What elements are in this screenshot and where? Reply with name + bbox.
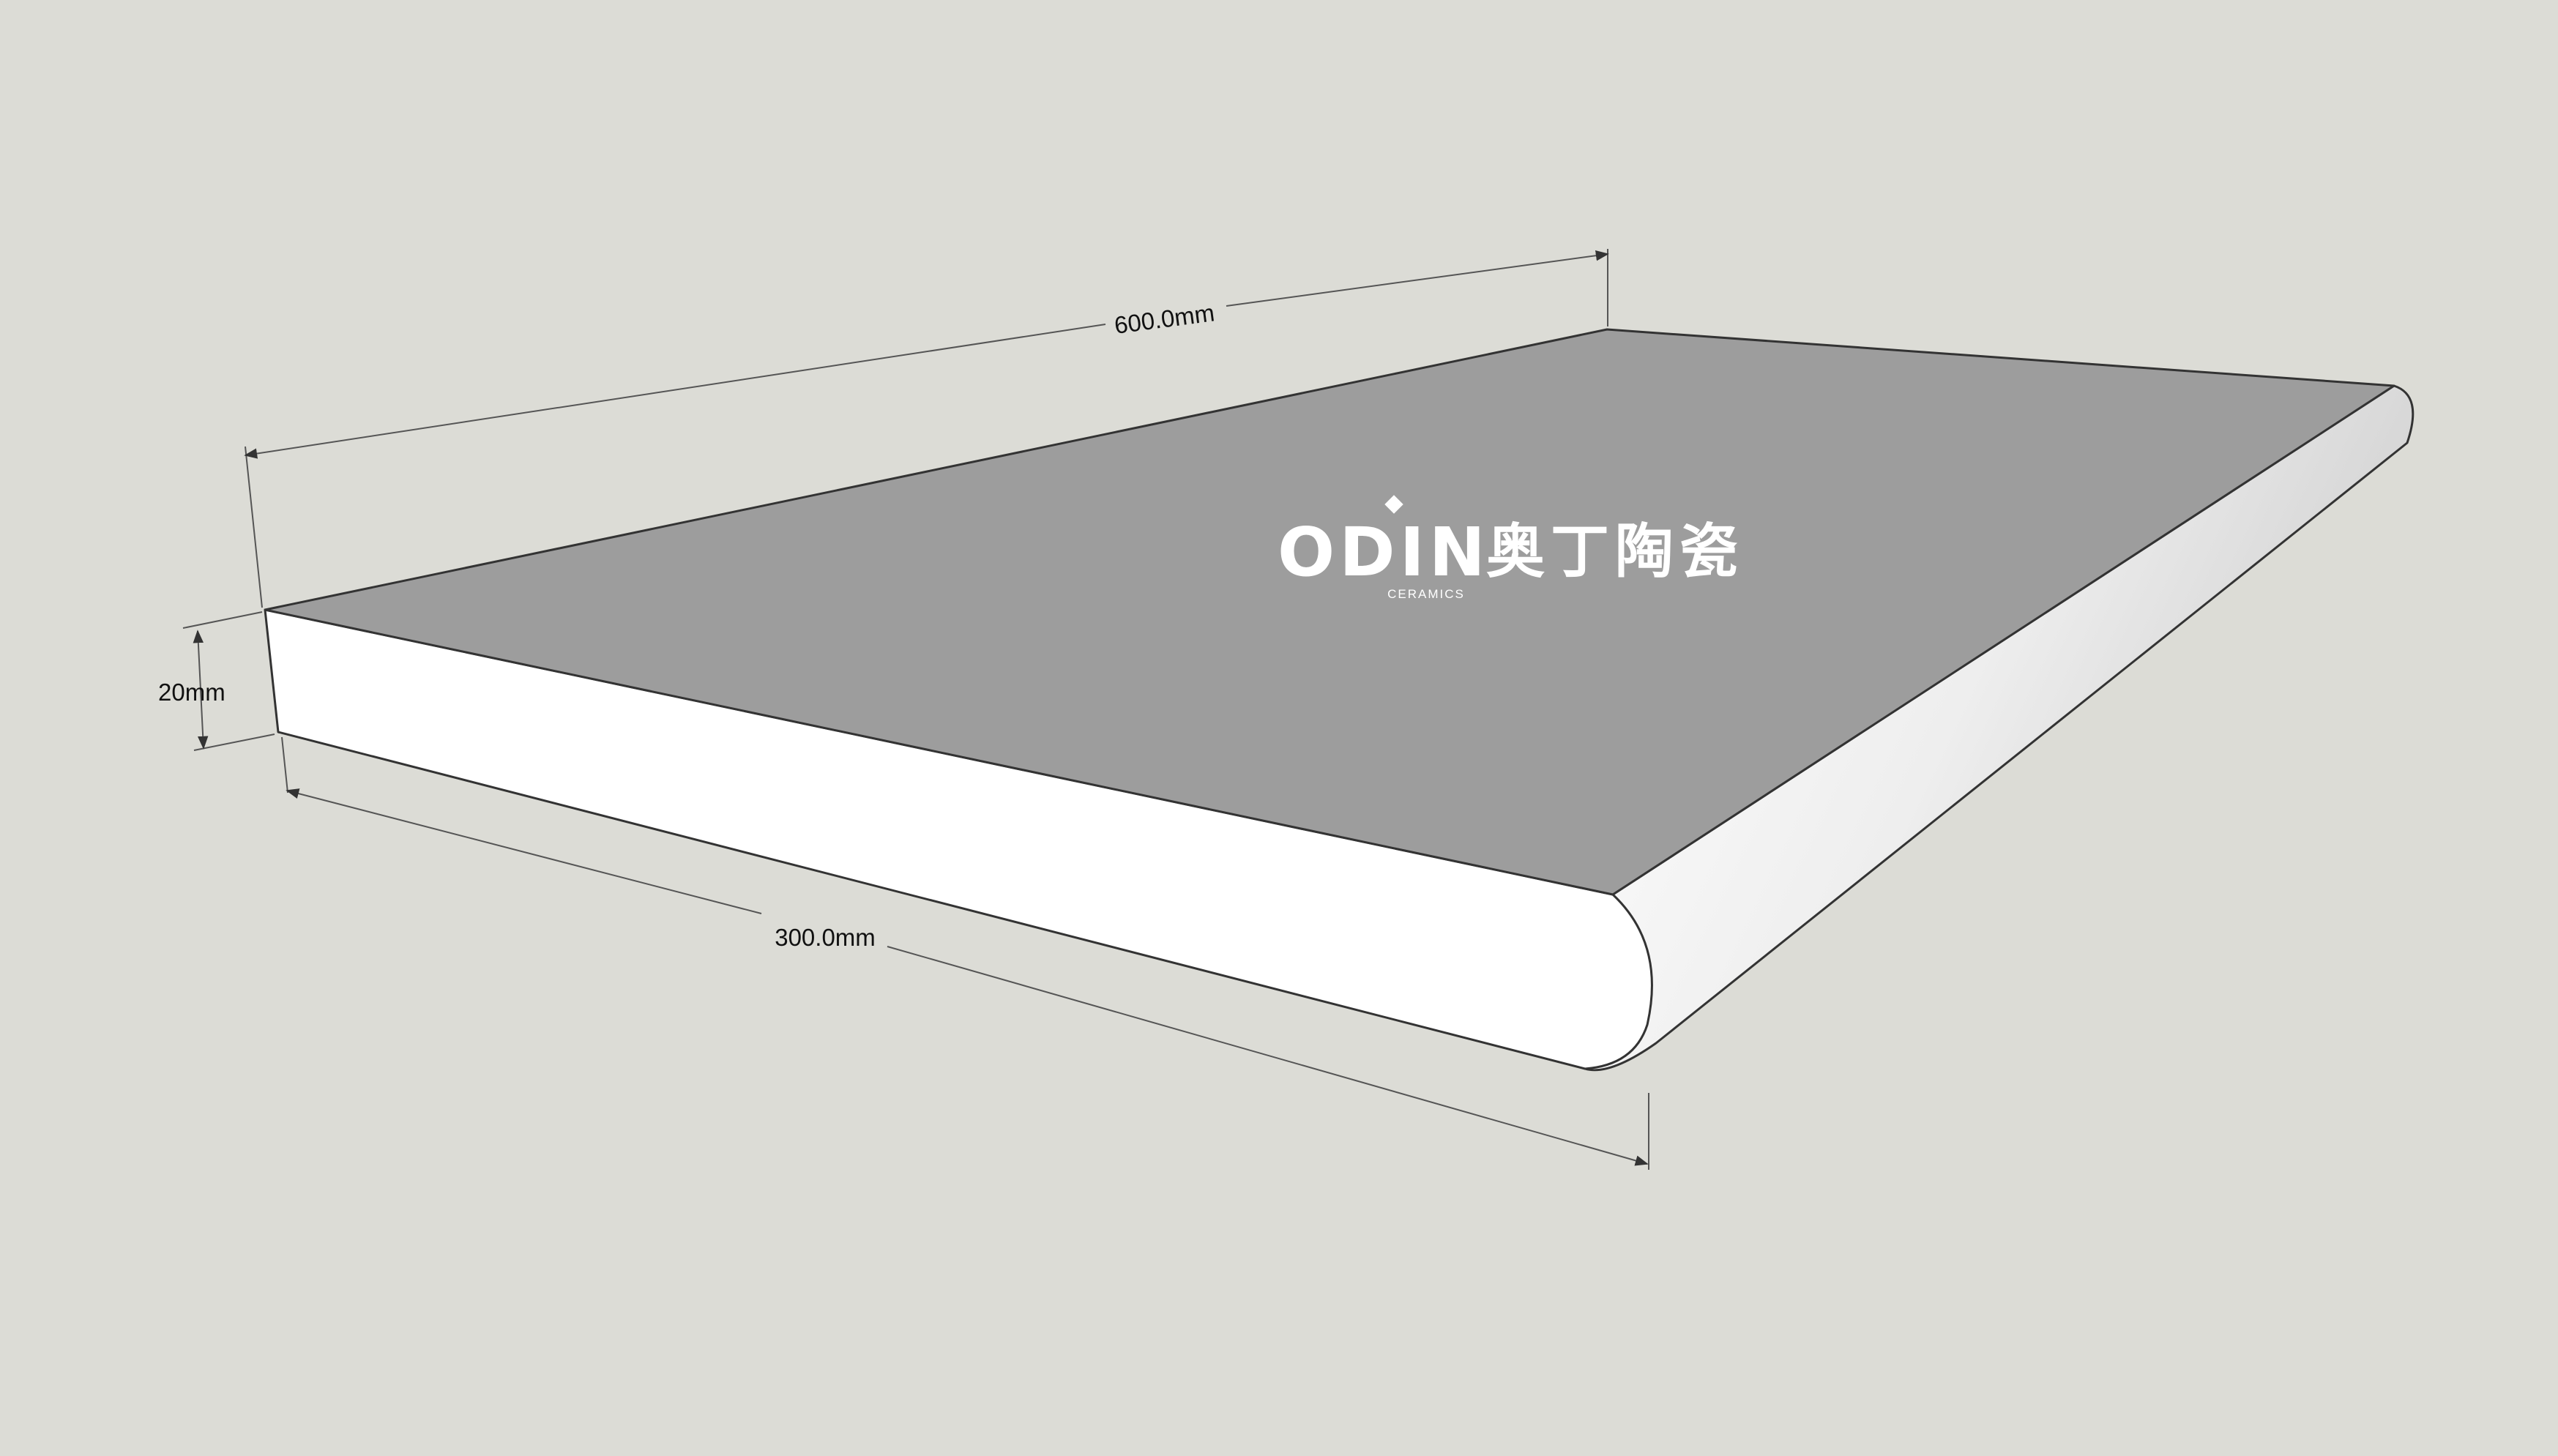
width-label: 300.0mm	[775, 924, 876, 951]
dimension-width: 300.0mm	[281, 736, 1649, 1170]
logo-chinese-text: 奥丁陶瓷	[1486, 518, 1744, 586]
dimension-thickness: 20mm	[158, 611, 275, 751]
dimension-line	[1226, 250, 1609, 307]
logo-sub-text: CERAMICS	[1387, 587, 1465, 601]
dimension-line	[193, 630, 209, 750]
thickness-label: 20mm	[158, 679, 225, 706]
extension-line	[245, 446, 263, 608]
dimension-line	[887, 946, 1649, 1166]
odin-logo: ODIN 奥丁陶瓷 CERAMICS	[1278, 495, 1744, 601]
dimension-line	[286, 788, 762, 914]
top-face	[264, 328, 2395, 896]
front-edge-face	[264, 608, 1653, 1070]
dimension-line	[244, 324, 1106, 459]
extension-line	[182, 611, 263, 629]
extension-line	[281, 736, 288, 794]
logo-latin-text: ODIN	[1278, 513, 1490, 591]
